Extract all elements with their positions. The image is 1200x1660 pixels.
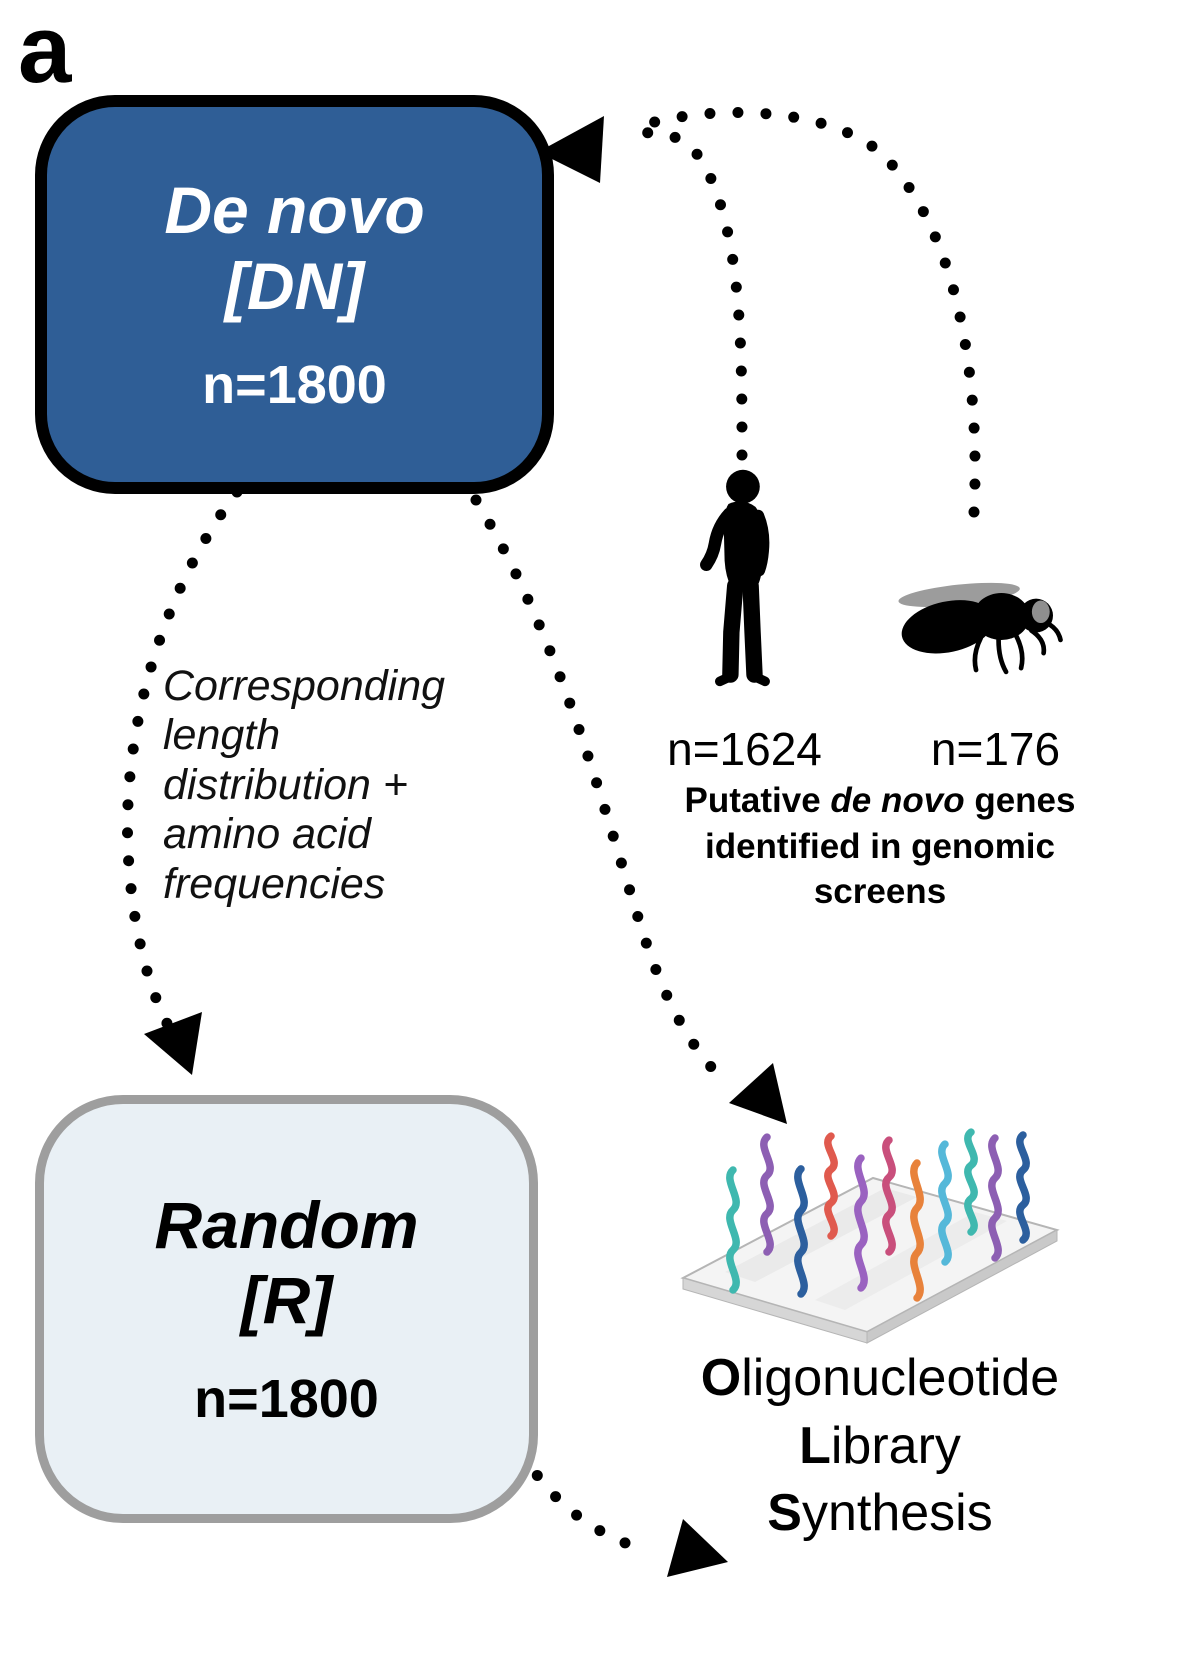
caption-prefix: Putative	[684, 781, 831, 820]
de-novo-title-line1: De novo	[164, 173, 425, 248]
human-silhouette-icon	[700, 469, 770, 687]
note-line-5: frequencies	[163, 859, 386, 908]
dotted-arrow-human-to-denovo	[626, 127, 748, 461]
oligo-squiggles	[726, 1128, 1030, 1302]
random-title-line1: Random	[154, 1187, 419, 1262]
panel-label: a	[18, 0, 72, 103]
note-line-1: Corresponding	[163, 662, 446, 710]
ols-line-1: Oligonucleotide	[640, 1345, 1120, 1413]
ols-rest-1: ligonucleotide	[741, 1349, 1060, 1407]
ols-initial-l: L	[799, 1416, 831, 1475]
dotted-arrow-random-to-ols	[516, 1446, 652, 1556]
genomic-screens-caption: Putative de novo genes identified in gen…	[650, 778, 1110, 915]
human-count: n=1624	[667, 723, 822, 775]
fly-silhouette-icon	[898, 582, 1063, 675]
ols-label: Oligonucleotide Library Synthesis	[640, 1345, 1120, 1548]
de-novo-box: De novo [DN] n=1800	[35, 95, 554, 494]
ols-rest-2: ibrary	[830, 1416, 961, 1475]
random-title-line2: [R]	[240, 1263, 333, 1337]
ols-initial-s: S	[767, 1484, 802, 1543]
random-box: Random [R] n=1800	[35, 1095, 538, 1523]
ols-line-2: Library	[640, 1413, 1120, 1481]
arrowhead-into-random	[144, 1012, 202, 1075]
ols-initial-o: O	[700, 1349, 742, 1407]
fly-count: n=176	[930, 723, 1061, 775]
de-novo-title-line2: [DN]	[224, 248, 365, 323]
dotted-arrow-fly-to-denovo	[634, 106, 981, 518]
ols-rest-3: ynthesis	[801, 1484, 993, 1543]
note-line-3: distribution +	[163, 760, 409, 809]
caption-italic: de novo	[830, 781, 965, 820]
caption-suffix: genes identified in genomic screens	[704, 781, 1076, 911]
note-line-2: length	[163, 711, 281, 760]
random-count: n=1800	[194, 1369, 379, 1430]
ols-line-3: Synthesis	[640, 1480, 1120, 1548]
de-novo-count: n=1800	[202, 354, 387, 415]
length-distribution-note: Corresponding length distribution + amin…	[163, 662, 523, 909]
note-line-4: amino acid	[163, 810, 371, 859]
oligo-chip-icon	[680, 1128, 1060, 1344]
